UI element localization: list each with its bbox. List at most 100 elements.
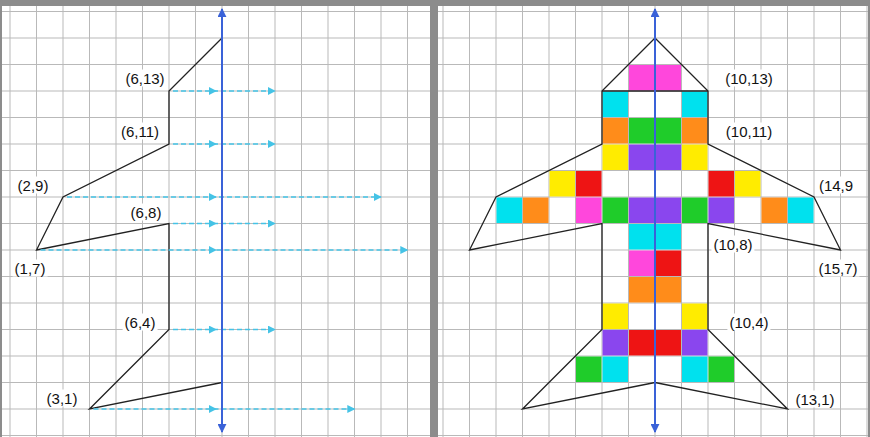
coordinate-label: (6,8)	[129, 204, 164, 221]
color-square	[682, 357, 708, 383]
grid-line	[2, 170, 430, 171]
grid-line	[63, 6, 64, 437]
color-square	[629, 145, 655, 171]
color-square	[576, 357, 602, 383]
grid-line	[438, 409, 868, 410]
grid-line	[2, 303, 430, 304]
coordinate-label: (2,9)	[16, 177, 51, 194]
grid-line	[2, 197, 430, 198]
color-square	[629, 251, 655, 277]
grid-line	[575, 6, 576, 437]
color-square	[629, 118, 655, 144]
grid-line	[438, 435, 868, 436]
grid-line	[496, 6, 497, 437]
color-square	[603, 92, 629, 118]
symmetry-axis	[222, 9, 655, 432]
grid-line	[867, 6, 868, 437]
grid-line	[438, 117, 868, 118]
grid-line	[195, 6, 196, 437]
color-square	[709, 171, 735, 197]
color-square	[576, 171, 602, 197]
coordinate-label: (13,1)	[793, 391, 836, 408]
color-square	[709, 198, 735, 224]
color-square	[656, 65, 682, 91]
grid-line	[2, 223, 430, 224]
coordinate-label: (10,4)	[727, 314, 770, 331]
grid-line	[2, 276, 430, 277]
color-square	[603, 304, 629, 330]
color-square	[603, 145, 629, 171]
color-square	[656, 224, 682, 250]
color-square	[629, 224, 655, 250]
grid-line	[407, 6, 408, 437]
color-square	[523, 198, 549, 224]
grid-line	[2, 409, 430, 410]
dashed-arrow	[41, 249, 408, 251]
grid-lines	[438, 6, 868, 437]
grid-line	[438, 170, 868, 171]
color-square	[682, 330, 708, 356]
grid-line	[2, 117, 430, 118]
coordinate-label: (10,8)	[711, 236, 754, 253]
right-panel	[438, 6, 868, 437]
color-square	[682, 304, 708, 330]
grid-line	[438, 329, 868, 330]
grid-line	[438, 64, 868, 65]
color-square	[709, 357, 735, 383]
color-square	[656, 330, 682, 356]
dashed-arrow	[173, 90, 275, 92]
grid-line	[814, 6, 815, 437]
coordinate-label: (10,11)	[724, 123, 774, 140]
grid-line	[2, 329, 430, 330]
grid-line	[89, 6, 90, 437]
grid-line	[2, 38, 430, 39]
grid-line	[628, 6, 629, 437]
plane-outline	[37, 38, 841, 409]
grid-line	[438, 223, 868, 224]
grid-line	[2, 91, 430, 92]
grid-lines	[2, 6, 430, 437]
color-square	[682, 145, 708, 171]
color-square	[656, 251, 682, 277]
color-square	[497, 198, 523, 224]
grid-line	[2, 250, 430, 251]
color-square	[682, 198, 708, 224]
grid-line	[681, 6, 682, 437]
grid-line	[2, 64, 430, 65]
grid-line	[10, 6, 11, 437]
color-square	[550, 171, 576, 197]
coordinate-label: (6,4)	[123, 314, 158, 331]
dashed-arrow	[94, 408, 355, 410]
grid-line	[549, 6, 550, 437]
grid-line	[2, 144, 430, 145]
grid-line	[708, 6, 709, 437]
axis-line	[221, 9, 223, 432]
dashed-arrow	[173, 329, 275, 331]
grid-line	[443, 6, 444, 437]
grid-line	[438, 276, 868, 277]
grid-line	[787, 6, 788, 437]
axis-line	[654, 9, 656, 432]
grid-line	[522, 6, 523, 437]
outline-line	[655, 38, 841, 409]
color-square	[629, 330, 655, 356]
grid-line	[328, 6, 329, 437]
color-square	[603, 330, 629, 356]
color-square	[629, 65, 655, 91]
grid-line	[438, 144, 868, 145]
dashed-arrow	[173, 223, 275, 225]
grid-line	[169, 6, 170, 437]
coordinate-label: (15,7)	[816, 260, 859, 277]
grid-line	[655, 6, 656, 437]
grid-line	[381, 6, 382, 437]
grid-line	[438, 91, 868, 92]
outline-line	[37, 38, 223, 409]
color-square	[576, 198, 602, 224]
grid-line	[301, 6, 302, 437]
dashed-arrow	[173, 143, 275, 145]
grid-line	[602, 6, 603, 437]
grid-line	[840, 6, 841, 437]
grid-line	[438, 11, 868, 12]
color-square	[603, 357, 629, 383]
